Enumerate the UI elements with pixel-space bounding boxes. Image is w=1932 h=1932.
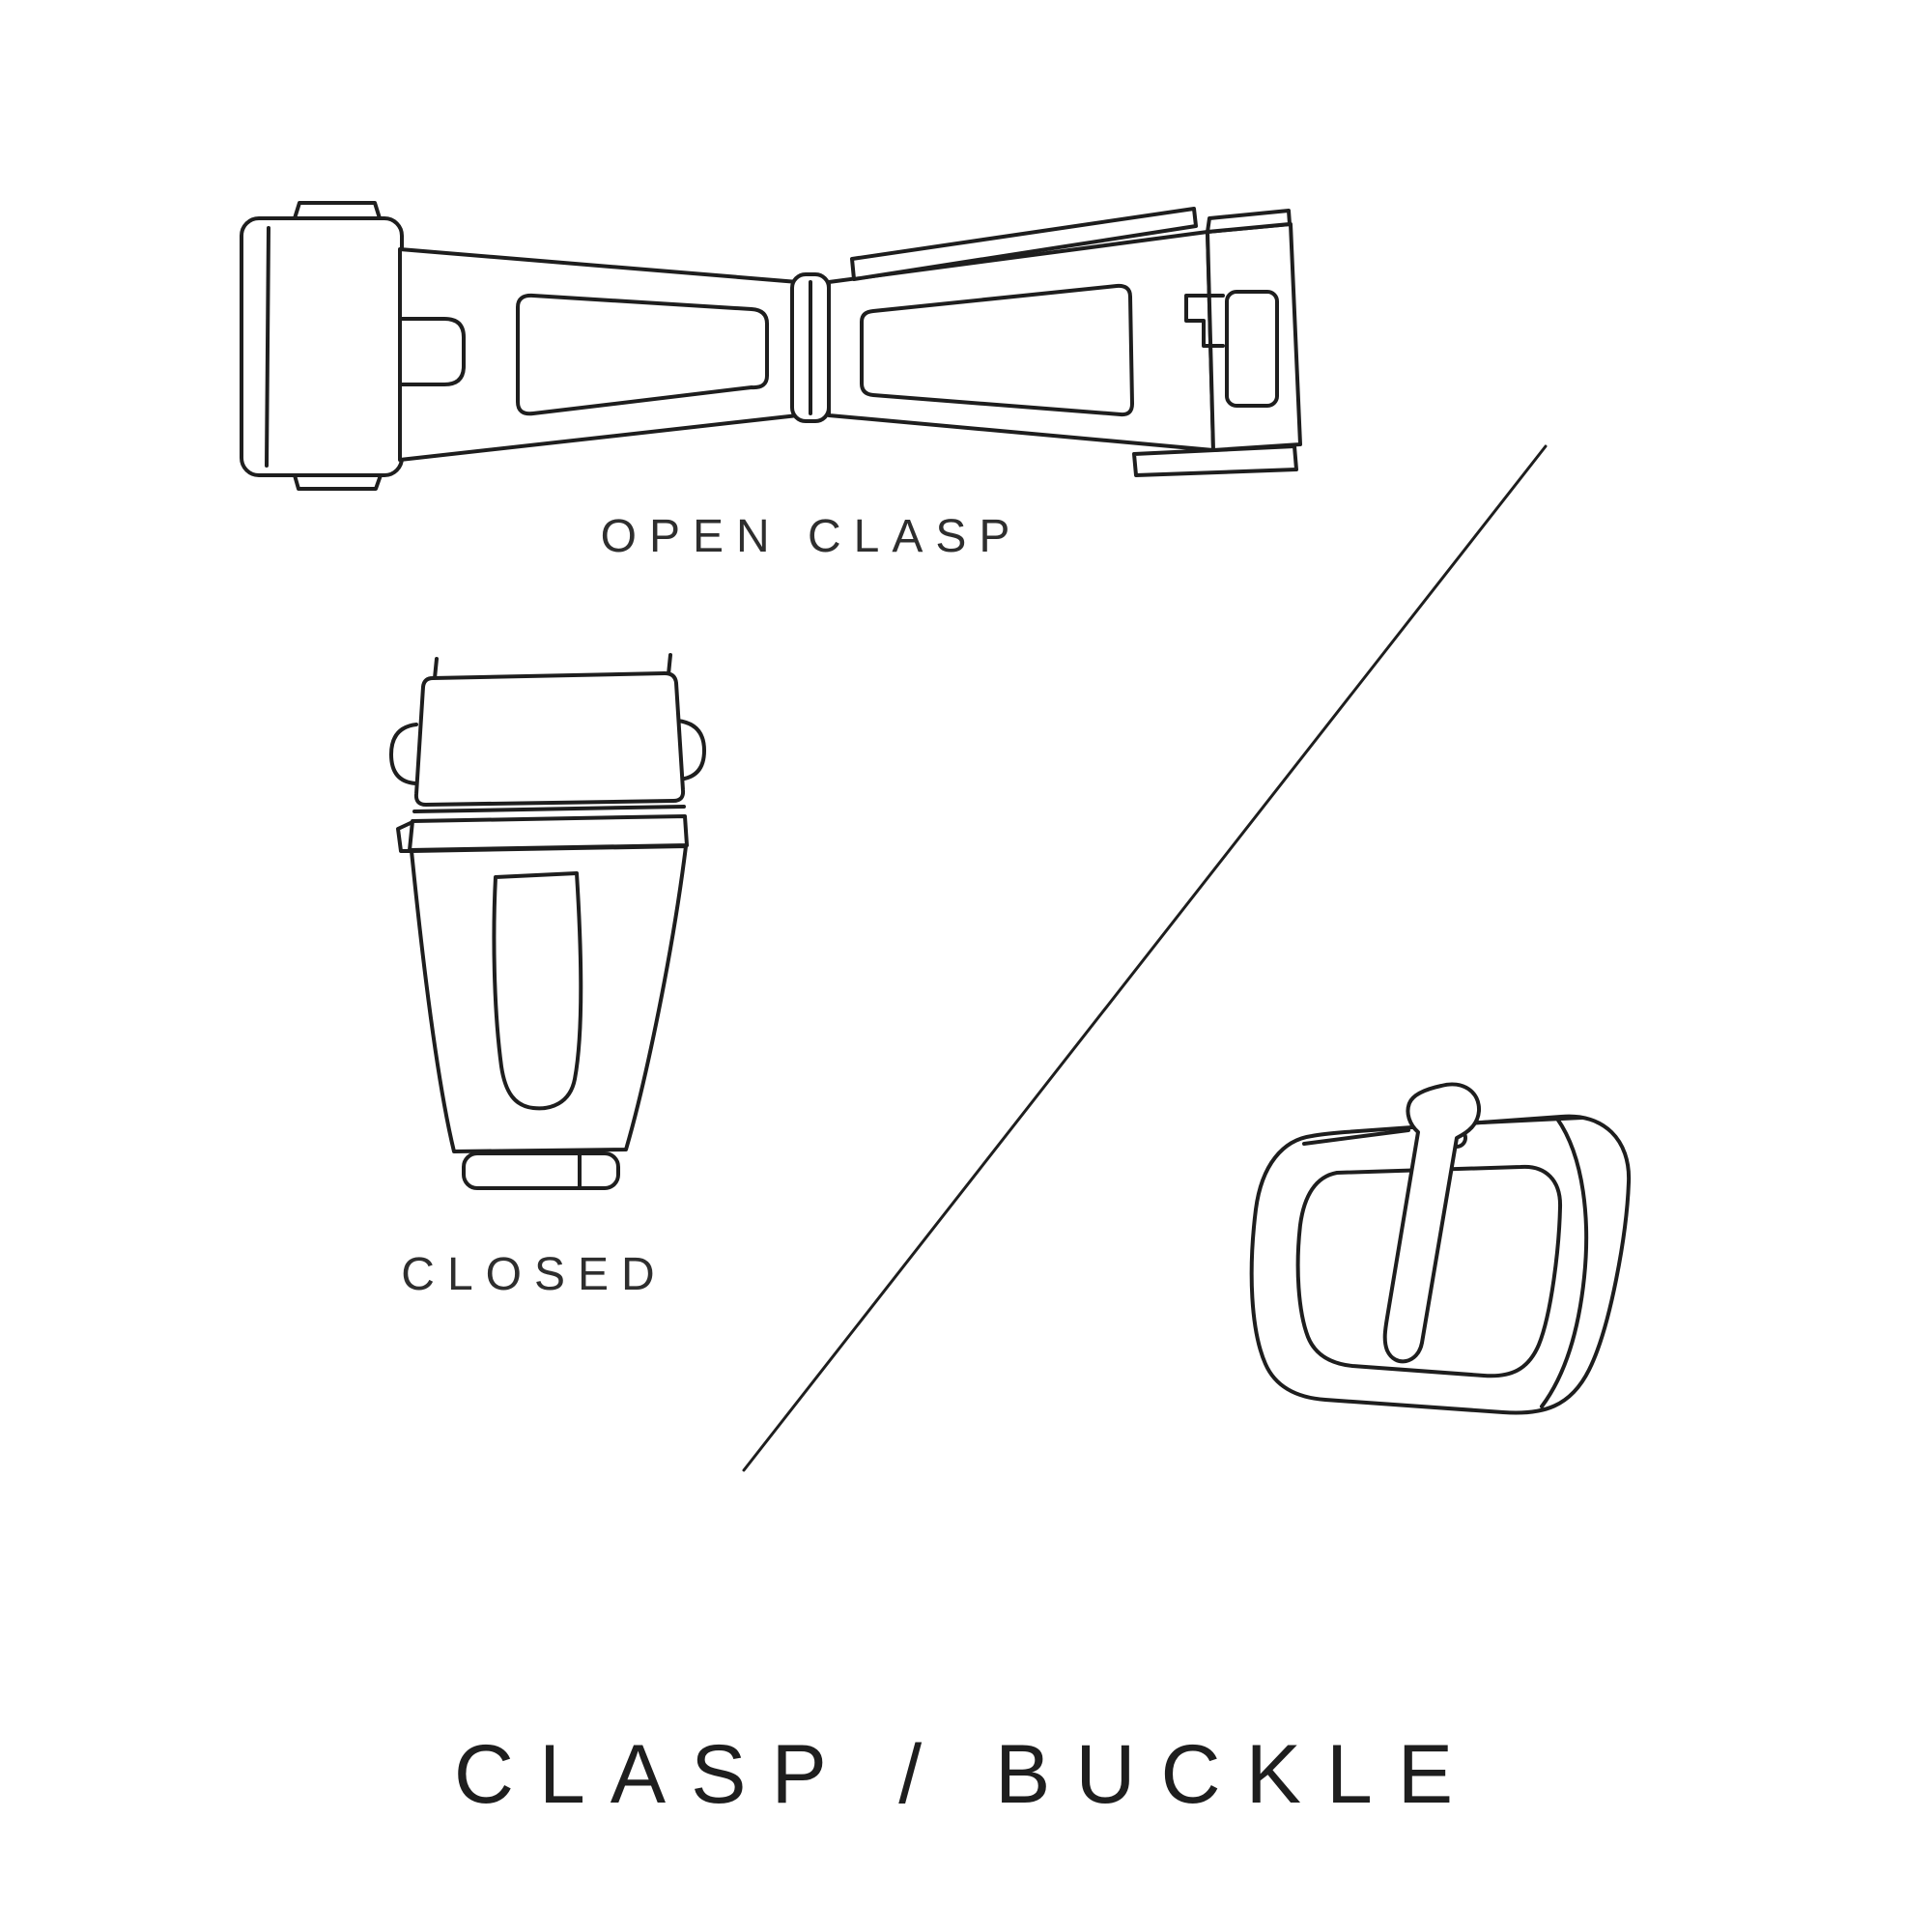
- clasp-body-inner-slot: [492, 871, 583, 1111]
- right-arm-top-strip: [850, 207, 1198, 281]
- left-end-inner-line: [265, 226, 270, 468]
- buckle-crossbar-left: [1302, 1128, 1410, 1146]
- left-arm-hook: [398, 317, 466, 386]
- band-left-notch: [396, 820, 414, 853]
- left-end-bottom-tab: [293, 473, 383, 491]
- left-arm: [398, 247, 800, 462]
- page-title: CLASP / BUCKLE: [453, 1728, 1479, 1821]
- top-prong-left: [433, 657, 439, 680]
- clasp-body: [410, 844, 688, 1153]
- buckle-crossbar-right: [1461, 1116, 1584, 1125]
- right-end-top-step: [1206, 209, 1292, 234]
- cover-lower-line: [412, 805, 686, 813]
- left-end-top-tab: [293, 201, 382, 220]
- side-ear-left: [389, 723, 418, 785]
- side-ear-right: [675, 719, 706, 781]
- right-end-slot: [1225, 290, 1279, 408]
- closed-label: CLOSED: [401, 1249, 668, 1300]
- clasp-cover: [413, 671, 686, 807]
- diagonal-divider-line: [742, 444, 1548, 1472]
- buckle-frame: [1249, 1114, 1632, 1415]
- left-arm-inner-outline: [516, 293, 769, 416]
- right-end-hook: [1184, 294, 1225, 348]
- buckle-prong: [1382, 1082, 1482, 1364]
- buckle-inner-opening: [1295, 1164, 1563, 1378]
- closed-clasp-illustration: [389, 653, 706, 1190]
- open-clasp-label: OPEN CLASP: [600, 511, 1023, 562]
- right-arm-inner-outline: [860, 283, 1134, 417]
- clasp-bottom-cap: [462, 1151, 620, 1190]
- buckle-illustration: [1249, 1082, 1632, 1415]
- top-prong-right: [667, 653, 672, 676]
- buckle-right-thickness-line: [1540, 1117, 1589, 1408]
- open-clasp-illustration: [240, 201, 1302, 491]
